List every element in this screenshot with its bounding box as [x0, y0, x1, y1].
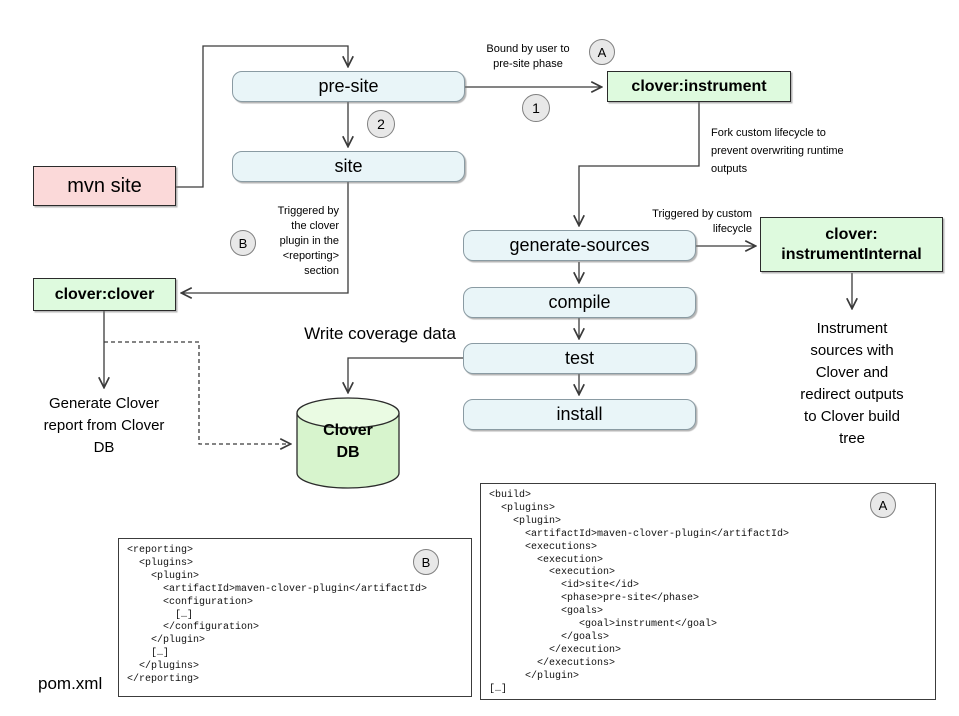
- node-compile-label: compile: [548, 292, 611, 312]
- node-clover-instrument: clover:instrument: [607, 71, 791, 102]
- note-generate-clover-report: Generate Clover report from Clover DB: [43, 395, 165, 456]
- note-triggered-by-custom-lifecycle: Triggered by custom lifecycle: [652, 208, 752, 235]
- node-test: test: [463, 343, 696, 374]
- node-clover-instrument-label: clover:instrument: [631, 77, 767, 95]
- badge-a-top: A: [589, 39, 615, 65]
- code-block-reporting-text: <reporting> <plugins> <plugin> <artifact…: [127, 545, 428, 686]
- code-block-build: <build> <plugins> <plugin> <artifactId>m…: [480, 483, 936, 700]
- node-clover-clover: clover:clover: [33, 278, 176, 311]
- node-compile: compile: [463, 287, 696, 318]
- note-fork-custom-lifecycle: Fork custom lifecycle to prevent overwri…: [711, 127, 844, 175]
- note-instrument-sources: Instrument sources with Clover and redir…: [800, 320, 904, 447]
- clover-db-label: Clover DB: [323, 422, 373, 461]
- connector-mvnsite-to-presite: [176, 45, 348, 188]
- node-site-label: site: [334, 156, 363, 176]
- node-pre-site-label: pre-site: [318, 76, 379, 96]
- pom-xml-label: pom.xml: [38, 674, 103, 693]
- code-block-build-text: <build> <plugins> <plugin> <artifactId>m…: [489, 490, 790, 695]
- badge-b-code: B: [413, 549, 439, 575]
- node-clover-clover-label: clover:clover: [54, 285, 155, 303]
- node-pre-site: pre-site: [232, 71, 465, 102]
- node-test-label: test: [564, 348, 594, 368]
- node-mvn-site-label: mvn site: [67, 174, 142, 197]
- note-triggered-by-clover-plugin: Triggered by the clover plugin in the <r…: [277, 205, 339, 277]
- note-write-coverage-data: Write coverage data: [304, 324, 456, 343]
- badge-a-code: A: [870, 492, 896, 518]
- node-clover-instrument-internal-label: clover: instrumentInternal: [781, 225, 922, 263]
- node-mvn-site: mvn site: [33, 166, 176, 206]
- clover-db-cylinder: [296, 397, 400, 489]
- node-generate-sources-label: generate-sources: [509, 235, 650, 255]
- node-install: install: [463, 399, 696, 430]
- badge-b-left: B: [230, 230, 256, 256]
- code-block-reporting: <reporting> <plugins> <plugin> <artifact…: [118, 538, 472, 697]
- node-site: site: [232, 151, 465, 182]
- connector-test-to-cloverdb: [348, 357, 463, 392]
- node-generate-sources: generate-sources: [463, 230, 696, 261]
- node-clover-instrument-internal: clover: instrumentInternal: [760, 217, 943, 272]
- note-bound-by-user: Bound by user to pre-site phase: [486, 43, 570, 70]
- connector-instrument-to-generatesources: [579, 102, 700, 225]
- connector-site-to-cloverclover: [182, 182, 349, 293]
- badge-step-1: 1: [522, 94, 550, 122]
- node-install-label: install: [556, 404, 603, 424]
- badge-step-2: 2: [367, 110, 395, 138]
